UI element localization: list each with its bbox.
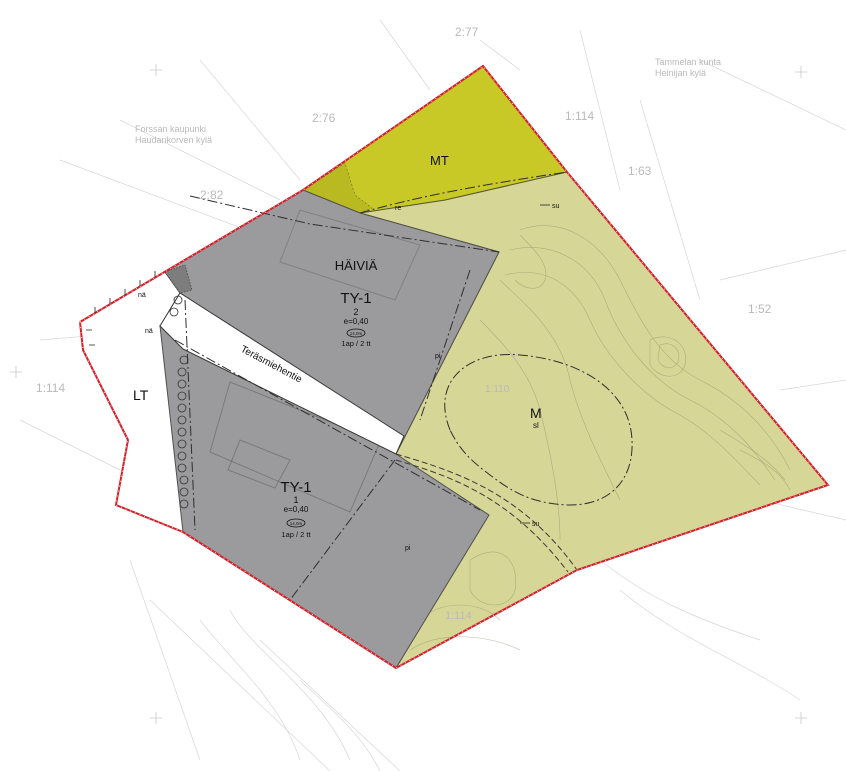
parcel-1-114-b: 1:114	[36, 381, 65, 395]
ty-south-parking: 1ap / 2 tt	[281, 530, 311, 539]
su-label-south: su	[532, 521, 540, 528]
m-zone-sub: sl	[533, 421, 539, 430]
ty-south-height-badge	[286, 518, 306, 528]
contour-lines	[409, 225, 791, 651]
su-markers	[520, 204, 550, 524]
ty-north-label: TY-1	[340, 290, 371, 307]
parcel-2-82: 2:82	[200, 188, 224, 202]
boundary-ticks	[86, 271, 156, 346]
label-tammela-line2: Heinijan kylä	[655, 68, 706, 78]
m-zone-label: M	[530, 405, 542, 421]
label-tammela-line1: Tammelan kunta	[655, 57, 721, 67]
lt-zone	[79, 271, 184, 533]
mt-zone-label: MT	[430, 153, 449, 168]
ty-south-height: 14,0m	[290, 521, 303, 526]
lt-zone-label: LT	[133, 387, 149, 403]
ty-north-height: 14,0m	[350, 331, 363, 336]
parcel-1-110: 1:110	[485, 384, 510, 395]
parcel-1-114-a: 1:114	[565, 109, 594, 123]
na-label-1: nä	[138, 292, 146, 299]
parcel-2-76: 2:76	[312, 111, 336, 125]
ty-north-parking: 1ap / 2 tt	[341, 339, 371, 348]
parcel-2-77: 2:77	[455, 25, 479, 39]
tree-row	[169, 295, 189, 509]
grid-crosshairs	[10, 64, 807, 724]
plan-boundary	[79, 64, 830, 670]
ty-north-height-badge	[346, 328, 366, 338]
zone-dash-lines	[174, 171, 568, 601]
ty-south-note: pi	[405, 545, 411, 552]
track-lines	[395, 453, 578, 573]
road-terasmiehentie	[159, 292, 405, 455]
hatched-corner	[164, 264, 193, 294]
label-forssa-line2: Haudankorven kylä	[135, 135, 212, 145]
su-label-north: su	[552, 203, 560, 210]
ty-north-efficiency: e=0,40	[344, 317, 369, 326]
m-zone-sl-area	[444, 353, 633, 506]
label-forssa-line1: Forssan kaupunki	[135, 124, 206, 134]
ty-north-title: HÄIVIÄ	[335, 258, 378, 273]
parcel-1-63: 1:63	[628, 164, 652, 178]
re-label: re	[395, 205, 401, 212]
parcel-1-52: 1:52	[748, 302, 772, 316]
parcel-1-114-c: 1:114	[445, 610, 472, 622]
ty-south-block: 1	[293, 495, 298, 505]
ty-north-block: 2	[353, 307, 358, 317]
ty-south-label: TY-1	[280, 479, 311, 496]
ty-south-efficiency: e=0,40	[284, 505, 309, 514]
ty-north-note: pi	[435, 353, 441, 360]
na-label-2: nä	[145, 328, 153, 335]
